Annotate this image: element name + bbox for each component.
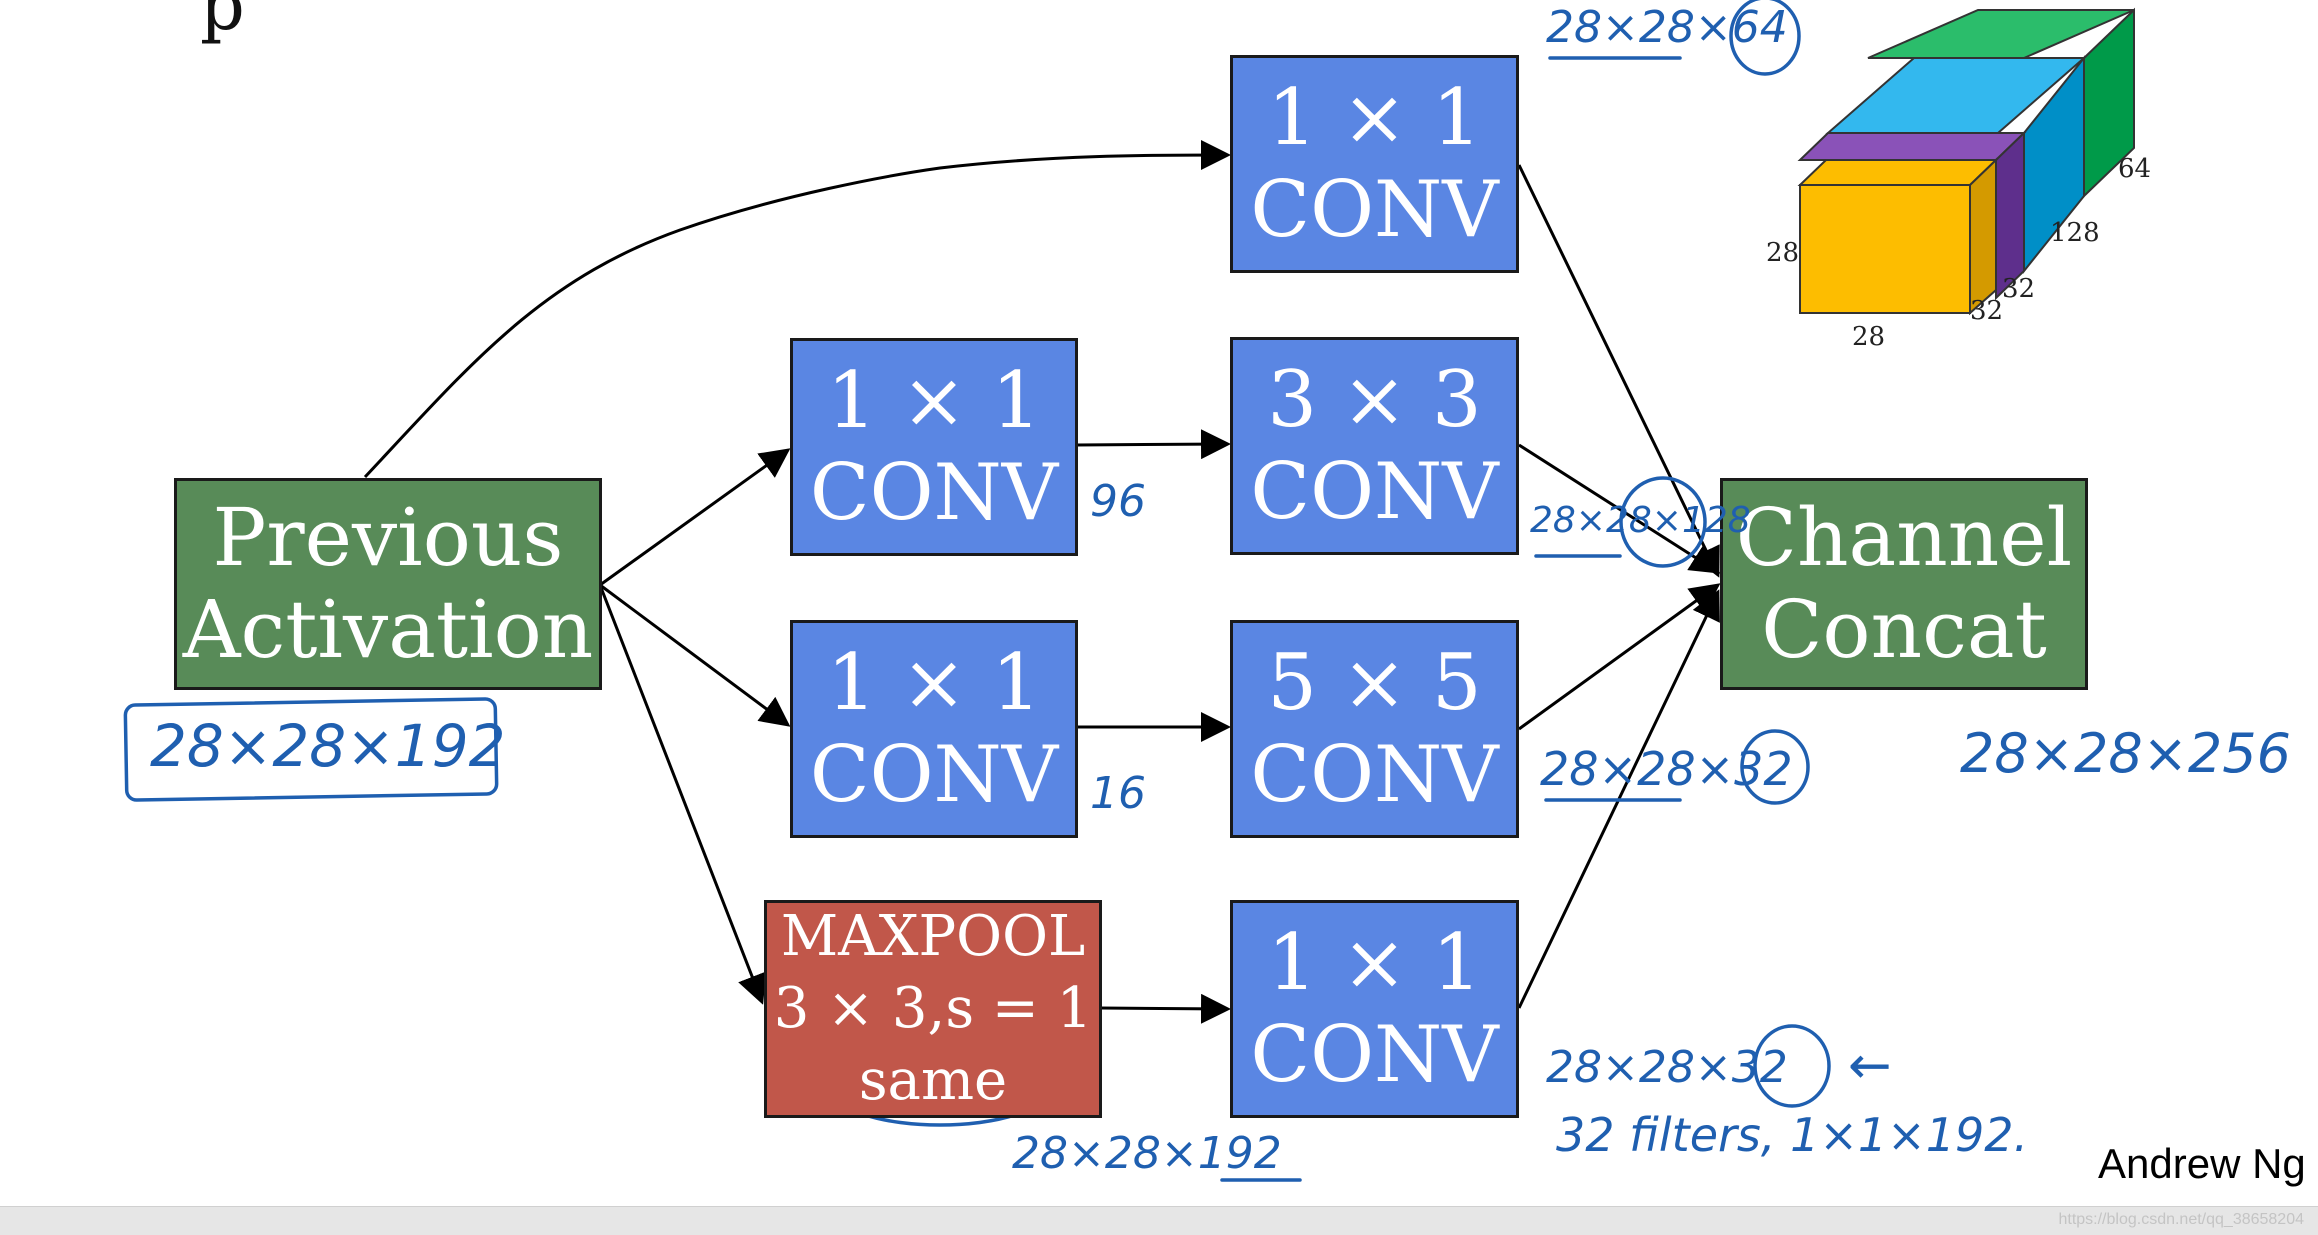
top-64-circle [1729,0,1801,76]
box-line: 1 × 1 [1267,918,1482,1008]
annotation-top-output: 28×28×64 [1546,2,1788,53]
annotation-concat-output: 28×28×256 [1960,722,2291,785]
box-line: CONV [1250,730,1499,820]
box-line: CONV [809,730,1059,820]
annotation-mid-a-channels: 96 [1090,476,1146,527]
watermark-url: https://blog.csdn.net/qq_38658204 [2058,1211,2304,1228]
box-line: Activation [182,583,594,676]
annotation-bottom-output: 28×28×32 [1546,1042,1788,1093]
arrow-maxpool-to-1x1 [1099,993,1231,1024]
cube-label-28-height: 28 [1766,238,1800,268]
cube-label-128: 128 [2050,218,2100,248]
box-line: MAXPOOL [780,904,1086,969]
arrow-1x1-a-to-3x3 [1075,429,1231,460]
arrow-5x5-to-concat [1518,583,1721,731]
arrow-top-to-concat [1517,164,1720,578]
arrow-prev-to-maxpool [598,584,767,1005]
annotation-filters-note: 32 filters, 1×1×192. [1556,1108,2029,1162]
box-line: 1 × 1 [826,638,1042,728]
previous-activation-box: Previous Activation [174,478,602,690]
cube-yellow-front [1799,184,1971,314]
box-line: Concat [1761,583,2047,676]
conv-1x1-bottom-box: 1 × 1 CONV [1230,900,1519,1118]
cube-label-28-width: 28 [1852,322,1886,352]
box-line: 5 × 5 [1267,638,1482,728]
cube-label-64: 64 [2118,154,2152,184]
box-line: Channel [1735,491,2073,584]
box-line: 1 × 1 [826,356,1042,446]
cube-yellow-side [1969,157,1997,316]
box-line: CONV [1250,165,1499,255]
box-line: CONV [1250,447,1499,537]
slide-title-fragment: p [200,0,245,46]
box-line: same [858,1048,1008,1113]
box-line: 1 × 1 [1267,73,1482,163]
channel-concat-box: Channel Concat [1720,478,2088,690]
arrow-prev-to-1x1-b [599,583,791,727]
annotation-maxpool-output: 28×28×192 [1012,1128,1282,1179]
conv-1x1-mid-a-box: 1 × 1 CONV [790,338,1078,556]
conv-1x1-top-box: 1 × 1 CONV [1230,55,1519,273]
conv-5x5-box: 5 × 5 CONV [1230,620,1519,838]
conv-1x1-mid-b-box: 1 × 1 CONV [790,620,1078,838]
annotation-mid-b-channels: 16 [1090,768,1146,819]
annotation-input-dims: 28×28×192 [150,712,506,780]
box-line: 3 × 3,s = 1 [773,976,1093,1041]
bottom-32-circle [1753,1024,1831,1108]
arrow-3x3-to-concat [1518,443,1721,574]
annotation-conv5-output: 28×28×32 [1540,742,1793,796]
arrow-prev-to-1x1-a [599,448,791,587]
box-line: Previous [212,491,564,584]
box-line: CONV [1250,1010,1499,1100]
cube-label-32-a: 32 [2002,274,2036,304]
arrow-prev-to-top-conv [363,140,1231,479]
input-dims-box [123,697,499,802]
annotation-conv3-output: 28×28×128 [1530,500,1751,541]
maxpool-box: MAXPOOL 3 × 3,s = 1 same [764,900,1102,1118]
box-line: CONV [809,448,1059,538]
cube-label-32-b: 32 [1970,296,2004,326]
author-credit: Andrew Ng [2098,1140,2306,1187]
conv-3x3-box: 3 × 3 CONV [1230,337,1519,555]
conv5-32-circle [1740,729,1810,805]
conv3-128-circle [1619,476,1707,568]
cube-purple-top [1797,132,2027,161]
cube-yellow-top [1797,159,1999,186]
annotation-bottom-arrow: ← [1848,1036,1892,1096]
box-line: 3 × 3 [1267,355,1482,445]
status-bar: https://blog.csdn.net/qq_38658204 [0,1206,2318,1235]
